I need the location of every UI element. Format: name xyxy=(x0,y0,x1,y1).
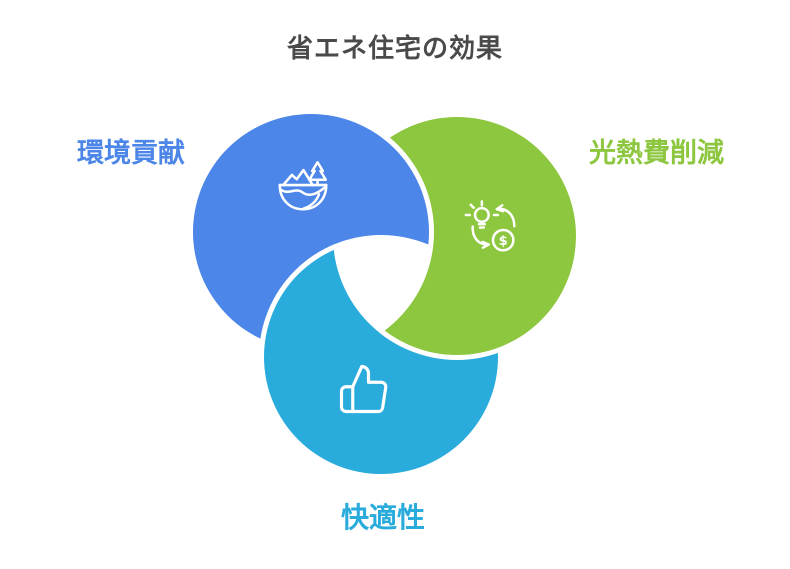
label-utility-cost: 光熱費削減 xyxy=(589,138,724,168)
thumbs-up-icon xyxy=(339,364,388,414)
bulb-dollar-cycle-icon: $ xyxy=(464,200,516,252)
label-environment: 環境貢献 xyxy=(77,138,185,168)
page-title: 省エネ住宅の効果 xyxy=(286,33,503,63)
utility-cost-circle xyxy=(338,117,576,355)
label-comfort: 快適性 xyxy=(341,502,426,533)
mountain-globe-icon xyxy=(278,161,328,211)
dollar-symbol: $ xyxy=(499,234,508,249)
